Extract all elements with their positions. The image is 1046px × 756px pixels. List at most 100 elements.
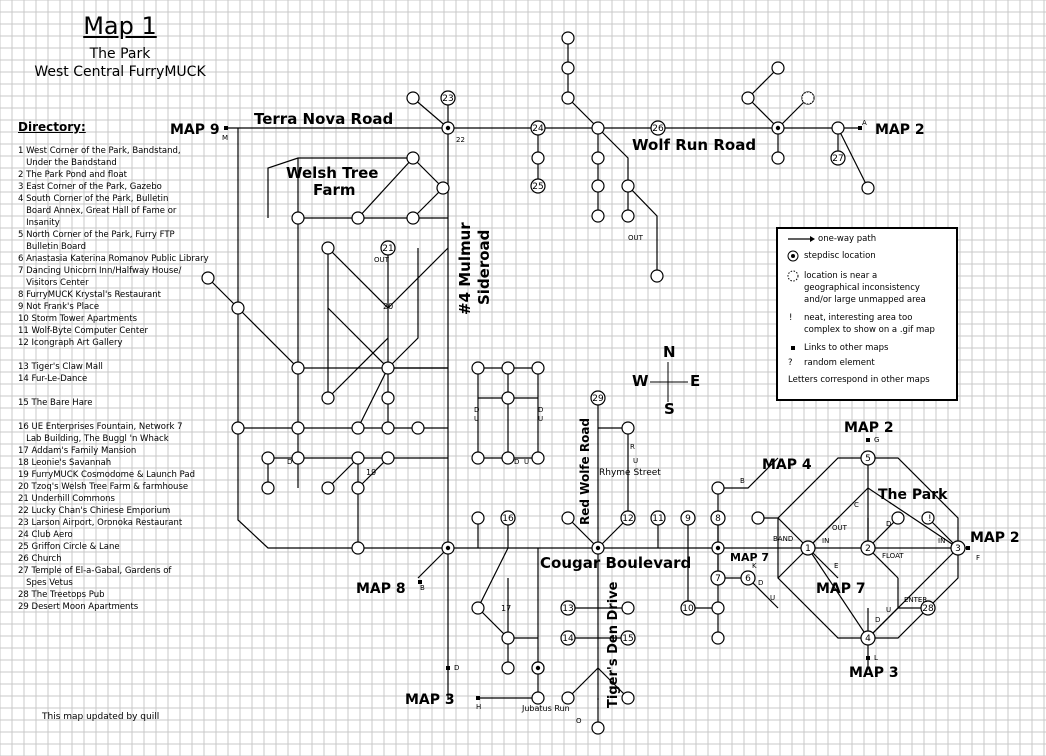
road-segment xyxy=(267,157,413,218)
map-subtitle: The Park xyxy=(89,46,151,62)
location-node xyxy=(561,61,575,75)
letter-d-6: D xyxy=(758,579,763,587)
location-node xyxy=(321,481,335,495)
road-segment xyxy=(777,97,809,129)
directory-entry: 22 Lucky Chan's Chinese Emporium xyxy=(18,506,171,516)
numbered-location-node xyxy=(380,240,396,256)
road-segment xyxy=(567,667,599,699)
location-node xyxy=(591,179,605,193)
road-segment xyxy=(357,457,389,489)
numbered-location-node xyxy=(530,120,546,136)
road-segment xyxy=(758,517,809,549)
letter-l: L xyxy=(874,654,878,662)
directory-entry: 15 The Bare Hare xyxy=(18,398,93,408)
road-segment xyxy=(597,667,629,699)
label-band: BAND xyxy=(773,535,793,543)
map-link-marker xyxy=(966,546,970,550)
legend-random-symbol: ? xyxy=(788,358,793,368)
letter-f: F xyxy=(976,554,980,562)
letter-b: B xyxy=(740,477,745,485)
directory-entry: 13 Tiger's Claw Mall xyxy=(18,362,103,372)
letter-a: A xyxy=(862,119,867,127)
compass-west: W xyxy=(632,372,649,390)
road-segment xyxy=(207,277,239,309)
link-map4: MAP 4 xyxy=(762,457,812,473)
numbered-location-node xyxy=(650,120,666,136)
link-map8: MAP 8 xyxy=(356,581,406,597)
location-node xyxy=(201,271,215,285)
location-node xyxy=(406,91,420,105)
road-segment xyxy=(597,127,629,216)
stepdisc-dot xyxy=(595,545,601,551)
letter-d: D xyxy=(454,664,459,672)
label-out-park: OUT xyxy=(832,524,848,532)
road-segment xyxy=(837,127,869,189)
letter-c: C xyxy=(854,501,859,509)
numbered-location-node xyxy=(590,390,606,406)
location-node xyxy=(321,391,335,405)
legend-letters: Letters correspond in other maps xyxy=(788,375,930,385)
directory-entry: 9 Not Frank's Place xyxy=(18,302,100,312)
letter-d-left: D xyxy=(474,406,479,414)
node-number: 7 xyxy=(715,574,721,584)
node-number: 5 xyxy=(865,454,871,464)
road-segment xyxy=(357,157,414,219)
node-number: 12 xyxy=(622,514,633,524)
legend-inconsistency-3: and/or large unmapped area xyxy=(804,295,926,305)
location-node xyxy=(531,151,545,165)
location-node xyxy=(501,451,515,465)
location-node xyxy=(921,511,935,525)
letter-u-park: U xyxy=(886,606,891,614)
label-out-21: OUT xyxy=(374,256,390,264)
road-segment xyxy=(777,457,959,639)
node-number: 24 xyxy=(532,124,544,134)
numbered-location-node xyxy=(560,600,576,616)
location-node xyxy=(501,391,515,405)
road-segment xyxy=(747,67,779,99)
link-map3-bottom: MAP 3 xyxy=(405,692,455,708)
node-number: 10 xyxy=(682,604,694,614)
location-node xyxy=(351,421,365,435)
letter-d-park: D xyxy=(886,520,891,528)
link-map2-top: MAP 2 xyxy=(875,122,925,138)
location-node xyxy=(351,541,365,555)
node-number: 15 xyxy=(622,634,633,644)
location-node xyxy=(561,91,575,105)
node-number: 27 xyxy=(832,154,843,164)
oneway-arrow-icon xyxy=(788,236,815,242)
numbered-location-node xyxy=(680,510,696,526)
location-node xyxy=(501,361,515,375)
map-region: West Central FurryMUCK xyxy=(34,64,206,80)
road-segment xyxy=(567,517,599,549)
compass-south: S xyxy=(664,400,675,418)
node-number: 2 xyxy=(865,544,871,554)
letter-d-cluster: D xyxy=(514,458,519,466)
location-node xyxy=(501,631,515,645)
numbered-location-node xyxy=(650,510,666,526)
location-node xyxy=(381,361,395,375)
map-link-marker xyxy=(446,666,450,670)
directory-entry: 18 Leonie's Savannah xyxy=(18,458,112,468)
node-number: 1 xyxy=(805,544,811,554)
node-number: 13 xyxy=(562,604,573,614)
map-legend: one-way path stepdisc location location … xyxy=(776,227,958,401)
map-footer: This map updated by quill xyxy=(42,712,160,722)
directory-entry: 12 Icongraph Art Gallery xyxy=(18,338,123,348)
numbered-location-node xyxy=(950,540,966,556)
letter-r: R xyxy=(630,443,635,451)
label-in-park-2: IN xyxy=(938,537,945,545)
location-node xyxy=(436,181,450,195)
location-node xyxy=(621,179,635,193)
location-node xyxy=(291,451,305,465)
node-number: 23 xyxy=(442,94,453,104)
location-node xyxy=(471,361,485,375)
numbered-location-node xyxy=(440,90,456,106)
letter-o: O xyxy=(576,717,582,725)
location-node xyxy=(321,241,335,255)
legend-inconsistency-2: geographical inconsistency xyxy=(804,283,920,293)
legend-complex-2: complex to show on a .gif map xyxy=(804,325,935,335)
location-node xyxy=(591,121,605,135)
node-number: 8 xyxy=(715,514,721,524)
link-map7-small: MAP 7 xyxy=(730,551,769,564)
location-node xyxy=(351,211,365,225)
